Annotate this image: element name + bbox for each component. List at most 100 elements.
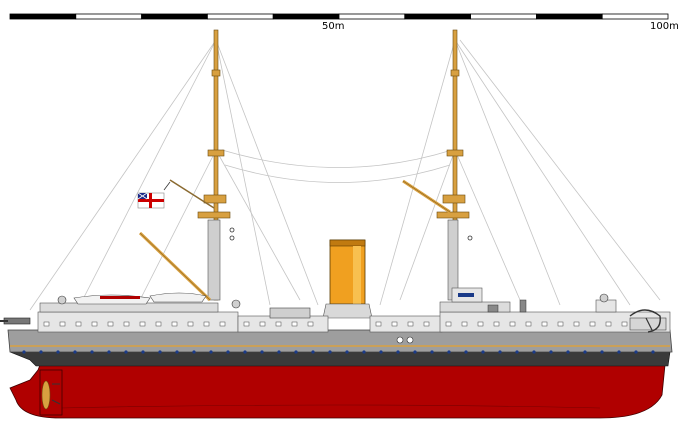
porthole [651,350,655,354]
porthole [56,350,60,354]
scale-bar [9,13,669,20]
hull-lower [9,364,666,419]
deck-window [407,321,414,327]
deck-window [477,321,484,327]
mainmast [402,29,473,301]
deck-window [461,321,468,327]
deck-window [243,321,250,327]
foremast [138,29,235,302]
porthole [396,350,400,354]
porthole [107,350,111,354]
porthole [243,350,247,354]
porthole [158,350,162,354]
deck-window [621,321,628,327]
deck-window [123,321,130,327]
funnel [322,239,373,319]
anchor-icon [629,309,661,333]
deck-window [139,321,146,327]
porthole [464,350,468,354]
deck-window [275,321,282,327]
deck-window [493,321,500,327]
scale-segment [272,13,340,20]
porthole [515,350,519,354]
porthole [22,350,26,354]
porthole [532,350,536,354]
porthole [260,350,264,354]
deck-window [589,321,596,327]
porthole [124,350,128,354]
porthole [430,350,434,354]
deck-window [203,321,210,327]
portholes [22,350,655,354]
ship-boats [73,292,207,305]
scale-segment [338,13,406,20]
deck-windows [43,321,660,327]
scale-segment [9,13,77,20]
porthole [209,350,213,354]
porthole [175,350,179,354]
porthole [226,350,230,354]
deck-window [557,321,564,327]
porthole [328,350,332,354]
porthole [634,350,638,354]
deck-window [391,321,398,327]
porthole [141,350,145,354]
porthole [413,350,417,354]
porthole [311,350,315,354]
scale-label-50m: 50m [322,21,344,32]
porthole [192,350,196,354]
deck-window [107,321,114,327]
deck-window [259,321,266,327]
deck-window [307,321,314,327]
deck-window [541,321,548,327]
deck-window [445,321,452,327]
deck-guns [0,293,667,344]
deck-window [171,321,178,327]
scale-segment [75,13,143,20]
scale-label-100m: 100m [650,21,679,32]
porthole [481,350,485,354]
deck-window [509,321,516,327]
hull-boot-top [9,351,671,367]
deck-window [525,321,532,327]
porthole [362,350,366,354]
deck-window [155,321,162,327]
porthole [566,350,570,354]
ensign-flag-icon [137,181,171,209]
porthole [39,350,43,354]
deck-window [375,321,382,327]
propeller-icon [39,369,63,416]
deck-window [43,321,50,327]
porthole [600,350,604,354]
deck-window [75,321,82,327]
porthole [583,350,587,354]
porthole [447,350,451,354]
porthole [90,350,94,354]
scale-segment [536,13,603,20]
deck-window [423,321,430,327]
scale-segment [601,13,669,20]
deck-window [573,321,580,327]
scale-segment [470,13,537,20]
deck-window [605,321,612,327]
deck-window [219,321,226,327]
deck-window [187,321,194,327]
hull-lower-shading [59,404,601,409]
porthole [277,350,281,354]
superstructure [37,287,671,333]
porthole [379,350,383,354]
porthole [617,350,621,354]
porthole [294,350,298,354]
porthole [498,350,502,354]
scale-segment [404,13,471,20]
porthole [73,350,77,354]
scale-segment [141,13,208,20]
porthole [345,350,349,354]
scale-segment [206,13,274,20]
deck-window [59,321,66,327]
deck-window [91,321,98,327]
deck-window [291,321,298,327]
porthole [549,350,553,354]
hull-upper [7,329,673,353]
